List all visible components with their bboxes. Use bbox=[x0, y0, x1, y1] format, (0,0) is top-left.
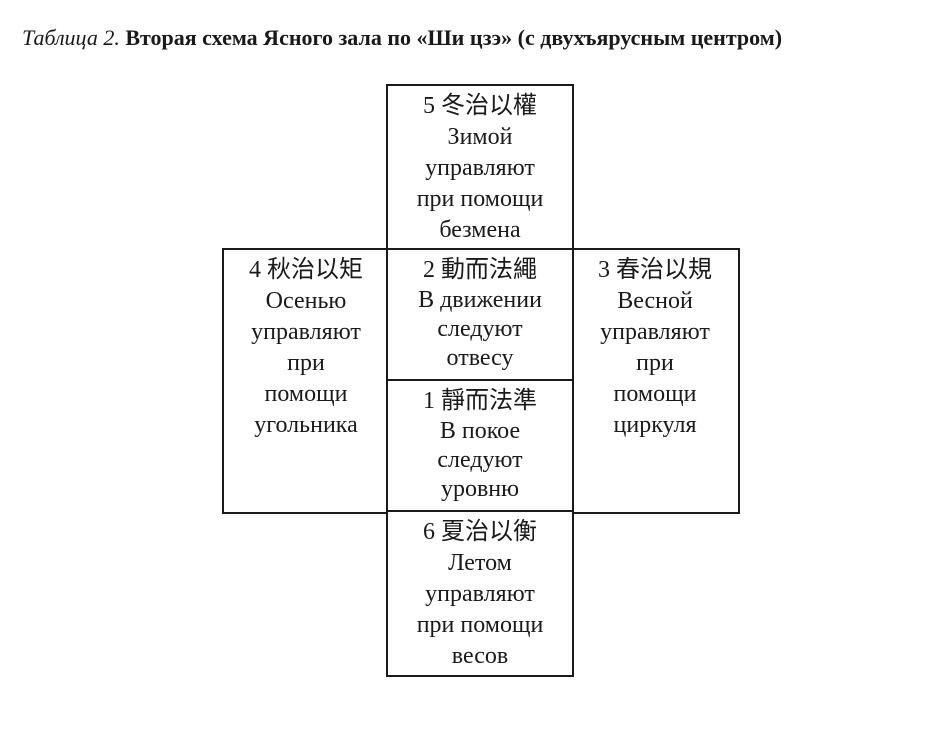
cell-heading: 5 冬治以權 bbox=[423, 93, 537, 119]
cell-winter: 5 冬治以權 Зимой управляют при помощи безмен… bbox=[386, 84, 574, 252]
cell-text-line: помощи bbox=[264, 381, 348, 407]
cell-text: В покое следуют уровню bbox=[388, 417, 572, 504]
cell-heading: 2 動而法繩 bbox=[423, 257, 537, 283]
cell-motion: 2 動而法繩 В движении следуют отвесу bbox=[386, 248, 574, 383]
cell-text: Зимой управляют при помощи безмена bbox=[388, 122, 572, 246]
cell-text-line: циркуля bbox=[613, 412, 697, 438]
cell-heading: 6 夏治以衡 bbox=[423, 519, 537, 545]
cell-text-line: управляют bbox=[251, 319, 361, 345]
cell-text-line: В покое bbox=[439, 418, 521, 444]
cell-heading: 3 春治以規 bbox=[598, 257, 712, 283]
cell-text: Летом управляют при помощи весов bbox=[388, 548, 572, 672]
cell-text-line: Осенью bbox=[265, 288, 347, 314]
table-caption: Таблица 2. Вторая схема Ясного зала по «… bbox=[22, 24, 782, 52]
cell-text-line: Летом bbox=[448, 550, 512, 576]
cell-text-line: при помощи bbox=[416, 186, 544, 212]
cell-text-line: помощи bbox=[613, 381, 697, 407]
cell-text: В движении следуют отвесу bbox=[388, 286, 572, 373]
caption-title: Вторая схема Ясного зала по «Ши цзэ» (с … bbox=[125, 25, 783, 50]
cell-text-line: следуют bbox=[437, 316, 523, 342]
cell-text-line: управляют bbox=[425, 155, 535, 181]
cell-text-line: при помощи bbox=[416, 612, 544, 638]
cell-text-line: В движении bbox=[418, 287, 542, 313]
cell-text-line: угольника bbox=[254, 412, 358, 438]
cell-text-line: при bbox=[636, 350, 674, 376]
cell-text-line: следуют bbox=[437, 447, 523, 473]
caption-label: Таблица 2. bbox=[22, 25, 120, 50]
cell-heading: 1 靜而法準 bbox=[423, 388, 537, 414]
cell-heading: 4 秋治以矩 bbox=[249, 257, 363, 283]
cell-text-line: при bbox=[287, 350, 325, 376]
cell-text-line: уровню bbox=[440, 476, 520, 502]
cell-rest: 1 靜而法準 В покое следуют уровню bbox=[386, 379, 574, 514]
cell-text-line: отвесу bbox=[446, 345, 514, 371]
cell-text-line: весов bbox=[451, 643, 509, 669]
cell-text: Осенью управляют при помощи угольника bbox=[224, 286, 388, 441]
cell-text: Весной управляют при помощи циркуля bbox=[572, 286, 738, 441]
cell-summer: 6 夏治以衡 Летом управляют при помощи весов bbox=[386, 510, 574, 677]
cell-spring: 3 春治以規 Весной управляют при помощи цирку… bbox=[570, 248, 740, 514]
cell-text-line: безмена bbox=[439, 217, 521, 243]
cell-autumn: 4 秋治以矩 Осенью управляют при помощи уголь… bbox=[222, 248, 390, 514]
cell-text-line: Зимой bbox=[447, 124, 513, 150]
cell-text-line: Весной bbox=[617, 288, 693, 314]
cell-text-line: управляют bbox=[425, 581, 535, 607]
cell-text-line: управляют bbox=[600, 319, 710, 345]
